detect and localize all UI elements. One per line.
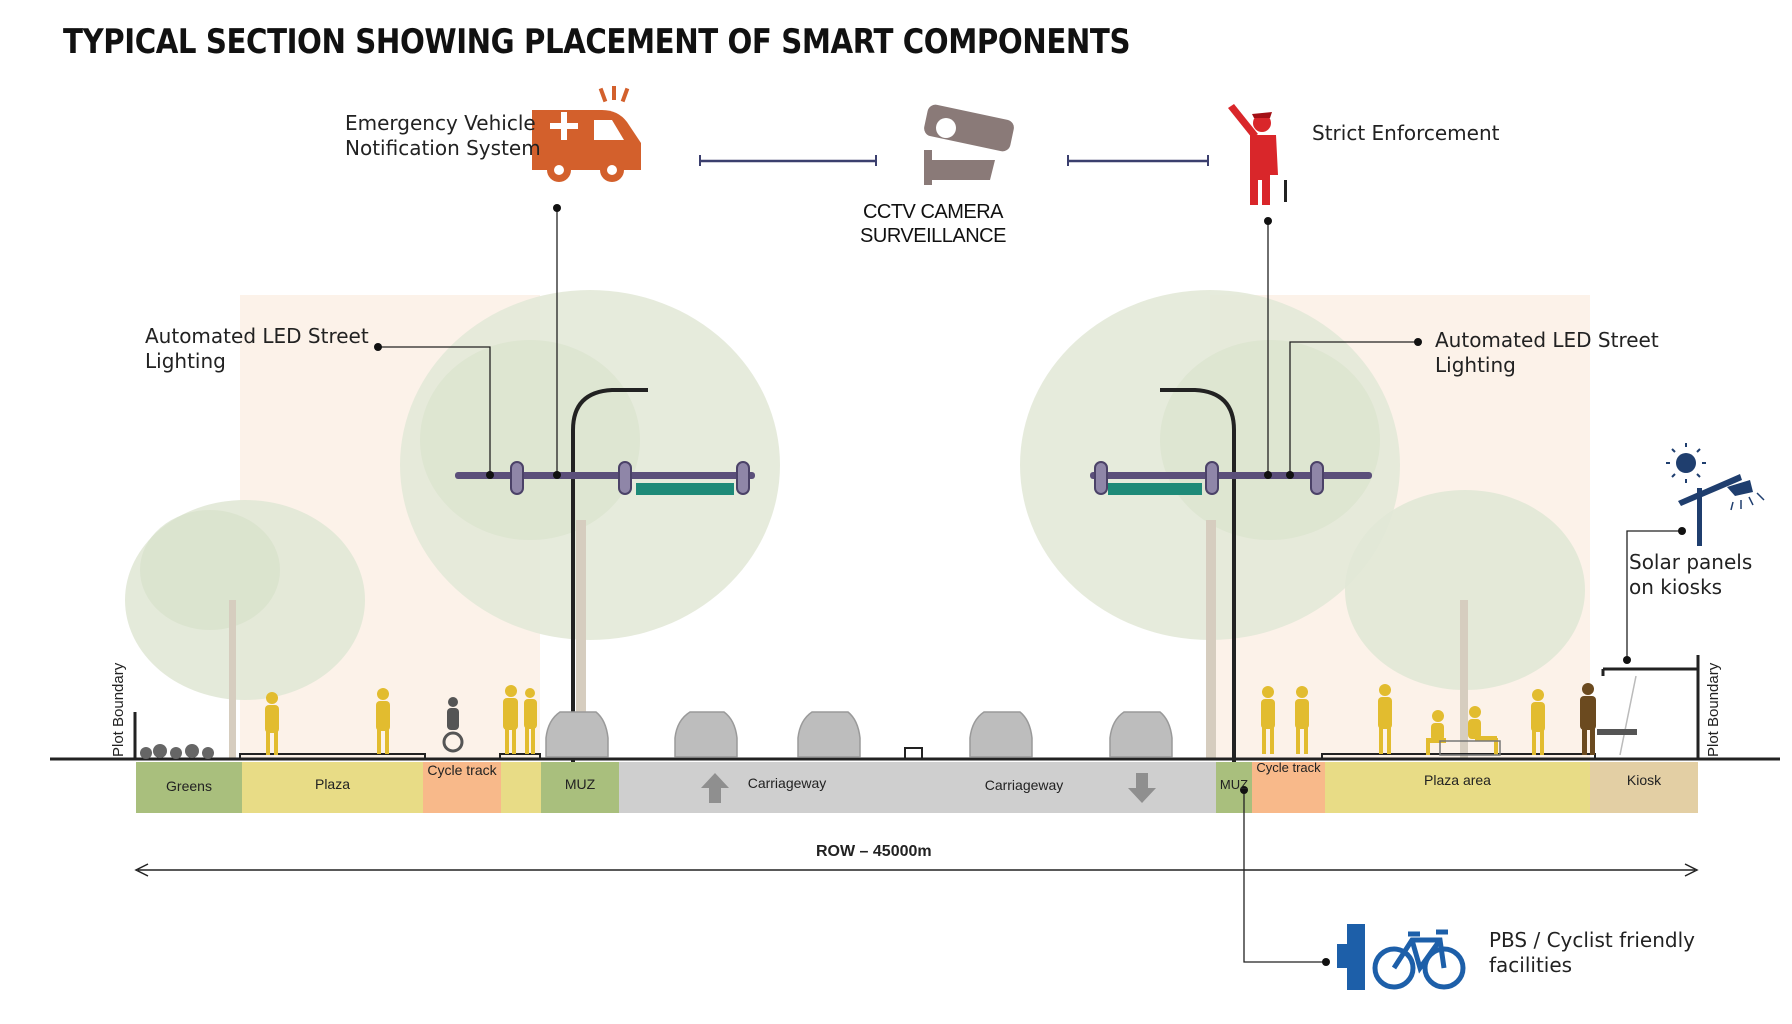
plot-boundary-left-label: Plot Boundary — [110, 662, 127, 757]
emergency-vehicle-label-line-1: Emergency Vehicle — [345, 111, 536, 135]
led-lighting-label-right-line-1: Automated LED Street — [1435, 328, 1659, 352]
cyclist — [442, 697, 464, 753]
arrow-up-icon — [701, 773, 729, 803]
led-lighting-label-left-line-2: Lighting — [145, 349, 226, 373]
pbs-label-line-2: facilities — [1489, 953, 1573, 977]
cctv-camera-icon — [924, 104, 1014, 185]
segment-kiosk — [1590, 762, 1698, 813]
page-title: TYPICAL SECTION SHOWING PLACEMENT OF SMA… — [63, 22, 1131, 62]
cctv-label-line-2: SURVEILLANCE — [860, 225, 1006, 247]
row-dimension-label: ROW – 45000m — [816, 843, 932, 860]
segment-label-plaza-area: Plaza area — [1424, 772, 1491, 788]
tree-left-small — [125, 500, 365, 758]
ambulance-icon — [532, 86, 641, 182]
kiosk-structure — [1597, 667, 1698, 756]
pbs-label: PBS / Cyclist friendly facilities — [1489, 928, 1695, 978]
row-dimension-line — [134, 863, 1699, 877]
cctv-label-line-1: CCTV CAMERA — [862, 201, 1004, 223]
segment-label-greens: Greens — [166, 778, 212, 794]
segment-label-kiosk: Kiosk — [1626, 772, 1662, 788]
cctv-label: CCTV CAMERA SURVEILLANCE — [843, 200, 1023, 248]
pbs-label-line-1: PBS / Cyclist friendly — [1489, 928, 1695, 952]
traffic-police-icon — [1228, 104, 1287, 205]
shrubs-greens — [140, 744, 214, 759]
segment-plaza — [242, 762, 423, 813]
segment-label-carriageway-1: Carriageway — [747, 775, 827, 791]
pedestrians — [265, 684, 1545, 755]
tree-left-large — [400, 290, 780, 760]
signal-gantry-right — [1090, 461, 1372, 495]
solar-panels-label: Solar panels on kiosks — [1629, 550, 1752, 600]
segment-label-muz-right: MUZ — [1219, 777, 1249, 792]
strict-enforcement-label: Strict Enforcement — [1312, 121, 1500, 145]
led-lighting-label-right-line-2: Lighting — [1435, 353, 1516, 377]
kerb-right — [1321, 753, 1596, 759]
cars — [545, 711, 1173, 758]
median — [904, 747, 923, 759]
bench — [1439, 740, 1501, 756]
solar-street-light-icon — [1666, 443, 1765, 546]
section-segments — [136, 762, 1698, 813]
plot-boundary-right-label: Plot Boundary — [1705, 662, 1722, 757]
segment-plaza-area — [1325, 762, 1590, 813]
led-street-light-left-pole — [571, 388, 648, 762]
segment-greens — [136, 762, 242, 813]
gantry-sign-left — [636, 483, 734, 495]
segment-cycle-track-left — [423, 762, 501, 813]
led-street-light-right-pole — [1160, 388, 1236, 762]
connector-lines — [378, 155, 1682, 963]
signal-gantry-left — [455, 461, 755, 495]
segment-muz-left — [541, 762, 619, 813]
arrow-down-icon — [1128, 773, 1156, 803]
led-lighting-label-right: Automated LED Street Lighting — [1435, 328, 1659, 378]
bicycle-icon — [1337, 924, 1466, 990]
emergency-vehicle-label-line-2: Notification System — [345, 136, 541, 160]
segment-label-carriageway-2: Carriageway — [984, 777, 1064, 793]
segment-plaza-strip — [501, 762, 541, 813]
kerb-left — [239, 753, 541, 759]
segment-label-muz-left: MUZ — [564, 776, 596, 792]
emergency-vehicle-label: Emergency Vehicle Notification System — [345, 111, 541, 161]
segment-label-cycle-track-right: Cycle track — [1256, 760, 1321, 775]
segment-cycle-track-right — [1252, 762, 1325, 813]
kiosk-vendor — [1580, 683, 1596, 755]
gantry-sign-right — [1108, 483, 1202, 495]
solar-panels-label-line-1: Solar panels — [1629, 550, 1753, 574]
connector-dots — [374, 204, 1686, 966]
tree-right-small — [1345, 490, 1585, 758]
segment-label-cycle-track-left: Cycle track — [427, 762, 497, 778]
led-lighting-label-left-line-1: Automated LED Street — [145, 324, 369, 348]
segment-label-plaza: Plaza — [314, 776, 351, 792]
solar-panels-label-line-2: on kiosks — [1629, 575, 1723, 599]
led-lighting-label-left: Automated LED Street Lighting — [145, 324, 369, 374]
